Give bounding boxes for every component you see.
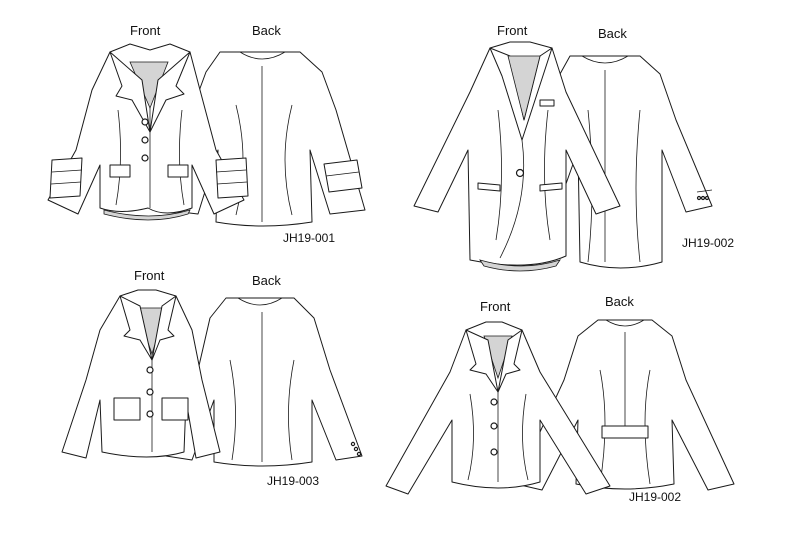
style-code-2: JH19-002 <box>682 236 735 250</box>
sketch-3 <box>61 289 363 467</box>
sketch-2 <box>413 41 713 272</box>
front-label-3: Front <box>134 268 165 283</box>
back-label-1: Back <box>252 23 281 38</box>
jacket-1-front <box>47 43 249 221</box>
style-code-3: JH19-003 <box>267 474 320 488</box>
back-label-2: Back <box>598 26 627 41</box>
sketch-4 <box>385 319 735 495</box>
style-code-1: JH19-001 <box>283 231 336 245</box>
front-label-1: Front <box>130 23 161 38</box>
front-label-2: Front <box>497 23 528 38</box>
back-label-4: Back <box>605 294 634 309</box>
style-code-4: JH19-002 <box>629 490 682 504</box>
jacket-4-back <box>515 319 735 491</box>
sketch-1 <box>47 43 366 227</box>
jacket-2-front <box>413 41 621 272</box>
jacket-4-front <box>385 321 611 495</box>
front-label-4: Front <box>480 299 511 314</box>
jacket-3-front <box>61 289 221 459</box>
back-label-3: Back <box>252 273 281 288</box>
